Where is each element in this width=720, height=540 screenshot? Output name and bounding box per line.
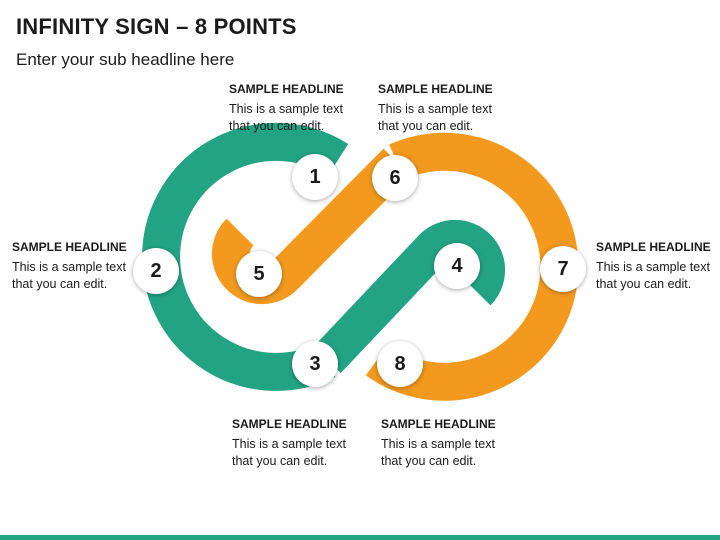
point-6-marker: 6 [372,155,418,201]
point-1-marker: 1 [292,154,338,200]
block-6-headline: SAMPLE HEADLINE [378,82,493,96]
point-7-marker: 7 [540,246,586,292]
block-3-headline: SAMPLE HEADLINE [232,417,347,431]
text-block-6: SAMPLE HEADLINE This is a sample text tha… [378,81,508,135]
text-block-1: SAMPLE HEADLINE This is a sample text tha… [229,81,359,135]
footer-accent-bar [0,535,720,540]
text-block-2: SAMPLE HEADLINE This is a sample text tha… [12,239,142,293]
point-3-marker: 3 [292,341,338,387]
block-7-line-1: This is a sample text [596,260,710,274]
block-3-line-2: that you can edit. [232,454,328,468]
point-2-marker: 2 [133,248,179,294]
text-block-8: SAMPLE HEADLINE This is a sample text tha… [381,416,511,470]
block-1-line-2: that you can edit. [229,119,325,133]
block-2-line-2: that you can edit. [12,277,108,291]
block-7-headline: SAMPLE HEADLINE [596,240,711,254]
block-1-line-1: This is a sample text [229,102,343,116]
block-1-headline: SAMPLE HEADLINE [229,82,344,96]
block-7-line-2: that you can edit. [596,277,692,291]
teal-diagonal-band [313,219,506,374]
block-8-line-1: This is a sample text [381,437,495,451]
block-8-headline: SAMPLE HEADLINE [381,417,496,431]
text-block-7: SAMPLE HEADLINE This is a sample text tha… [596,239,720,293]
block-3-line-1: This is a sample text [232,437,346,451]
point-4-marker: 4 [434,243,480,289]
page-title: INFINITY SIGN – 8 POINTS [16,14,297,39]
point-8-marker: 8 [377,341,423,387]
page-subtitle: Enter your sub headline here [16,50,235,69]
block-6-line-1: This is a sample text [378,102,492,116]
block-8-line-2: that you can edit. [381,454,477,468]
point-5-marker: 5 [236,251,282,297]
block-2-line-1: This is a sample text [12,260,126,274]
block-6-line-2: that you can edit. [378,119,474,133]
block-2-headline: SAMPLE HEADLINE [12,240,127,254]
text-block-3: SAMPLE HEADLINE This is a sample text tha… [232,416,362,470]
